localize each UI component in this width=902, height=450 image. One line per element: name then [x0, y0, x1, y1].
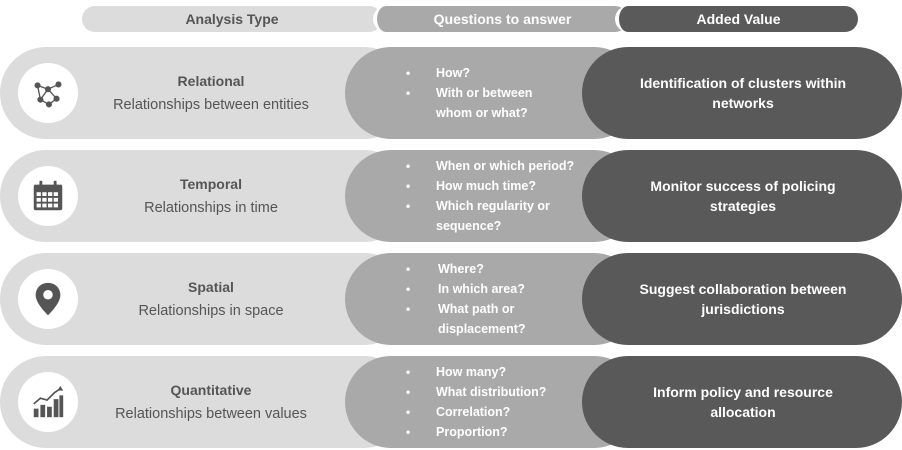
analysis-type-text: Quantitative Relationships between value…	[96, 356, 326, 448]
header-added-value: Added Value	[615, 6, 858, 32]
calendar-icon	[18, 166, 78, 226]
analysis-type-text: Temporal Relationships in time	[96, 150, 326, 242]
questions-list: How? With or between whom or what?	[400, 47, 580, 139]
analysis-type-title: Spatial	[188, 279, 234, 295]
analysis-type-text: Relational Relationships between entitie…	[96, 47, 326, 139]
analysis-type-subtitle: Relationships in time	[144, 200, 278, 216]
question-item: displacement?	[438, 322, 526, 336]
added-value-segment	[582, 47, 902, 139]
map-pin-icon	[18, 269, 78, 329]
analysis-type-title: Quantitative	[170, 382, 252, 398]
analysis-type-text: Spatial Relationships in space	[96, 253, 326, 345]
added-value-text: Identification of clusters within networ…	[639, 75, 847, 111]
row-quantitative: Quantitative Relationships between value…	[0, 356, 902, 448]
question-item: Which regularity or	[400, 196, 580, 216]
question-item: When or which period?	[400, 156, 580, 176]
question-item: whom or what?	[436, 106, 528, 120]
added-value-segment	[582, 356, 902, 448]
question-item: How many?	[400, 362, 580, 382]
questions-list: How many? What distribution? Correlation…	[400, 356, 580, 448]
added-value-segment	[582, 150, 902, 242]
row-spatial: Spatial Relationships in space Where? In…	[0, 253, 902, 345]
analysis-type-title: Relational	[177, 73, 245, 89]
header-questions-label: Questions to answer	[433, 11, 572, 27]
analysis-type-subtitle: Relationships in space	[138, 303, 284, 319]
analysis-type-title: Temporal	[180, 176, 242, 192]
question-item: How much time?	[400, 176, 580, 196]
question-item: What distribution?	[400, 382, 580, 402]
added-value-text: Monitor success of policing strategies	[650, 178, 836, 214]
question-item: With or between	[400, 83, 580, 103]
question-item: Correlation?	[400, 402, 580, 422]
added-value-segment	[582, 253, 902, 345]
header-analysis-type-label: Analysis Type	[185, 11, 279, 27]
analysis-type-subtitle: Relationships between values	[115, 406, 307, 422]
question-item: Proportion?	[400, 422, 580, 442]
question-item: Where?	[400, 259, 580, 279]
row-temporal: Temporal Relationships in time When or w…	[0, 150, 902, 242]
added-value-text: Inform policy and resource allocation	[653, 384, 833, 420]
questions-list: Where? In which area? What path or displ…	[400, 253, 580, 345]
header-added-value-label: Added Value	[696, 11, 781, 27]
question-item: How?	[400, 63, 580, 83]
question-item: In which area?	[400, 279, 580, 299]
analysis-type-subtitle: Relationships between entities	[113, 97, 309, 113]
question-item: What path or	[400, 299, 580, 319]
network-icon	[18, 63, 78, 123]
row-relational: Relational Relationships between entitie…	[0, 47, 902, 139]
questions-list: When or which period? How much time? Whi…	[400, 150, 580, 242]
header-analysis-type: Analysis Type	[82, 6, 382, 32]
added-value-text: Suggest collaboration between jurisdicti…	[639, 281, 847, 317]
bar-chart-icon	[18, 372, 78, 432]
question-item: sequence?	[436, 219, 502, 233]
header-questions: Questions to answer	[373, 6, 628, 32]
